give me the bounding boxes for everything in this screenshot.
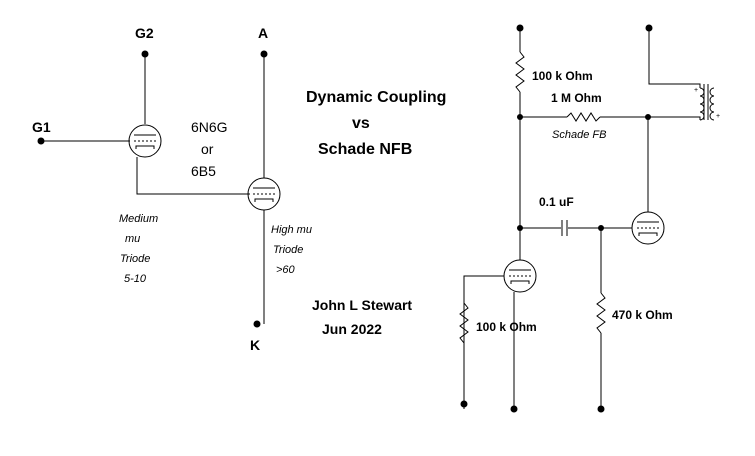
plate-resistor-label: 100 k Ohm: [532, 69, 593, 83]
feedback-junction-left: [517, 114, 523, 120]
title-line3: Schade NFB: [318, 141, 412, 158]
output-tube-symbol: [631, 211, 665, 245]
plate-resistor: [515, 51, 525, 93]
author-name: John L Stewart: [312, 297, 412, 313]
feedback-resistor: [566, 112, 601, 122]
feedback-note: Schade FB: [552, 129, 606, 141]
grid-resistor-470k: [596, 292, 606, 334]
tube-type-line3: 6B5: [191, 163, 216, 179]
right-circuit: + +: [459, 24, 720, 413]
medium-mu-tube-symbol: [128, 124, 162, 158]
g2-label: G2: [135, 25, 154, 41]
medium-note-line2: mu: [125, 233, 140, 245]
title-line1: Dynamic Coupling: [306, 89, 446, 106]
transformer-primary: [699, 87, 705, 121]
anode-label: A: [258, 25, 268, 41]
ground-terminal-1: [460, 400, 468, 408]
polarity-mark-2: +: [716, 113, 720, 120]
g1-label: G1: [32, 119, 51, 135]
cap-label: 0.1 uF: [539, 195, 574, 209]
transformer-secondary: [709, 87, 715, 121]
author-date: Jun 2022: [322, 321, 382, 337]
input-tube-symbol: [503, 259, 537, 293]
tube-type-line1: 6N6G: [191, 119, 228, 135]
cathode-terminal: [253, 320, 261, 328]
grid-in-resistor-label: 100 k Ohm: [476, 320, 537, 334]
cathode-label: K: [250, 337, 260, 353]
grid-resistor-100k: [459, 302, 469, 344]
medium-note-line4: 5-10: [124, 273, 147, 285]
medium-note-line3: Triode: [120, 253, 150, 265]
ground-terminal-2: [510, 405, 518, 413]
cathode-grid-wire: [136, 157, 250, 195]
high-note-line2: Triode: [273, 244, 303, 256]
polarity-mark-1: +: [694, 87, 698, 94]
tube-type-line2: or: [201, 141, 214, 157]
cap-junction-left: [517, 225, 523, 231]
left-circuit: [37, 50, 281, 328]
medium-note-line1: Medium: [119, 213, 158, 225]
title-line2: vs: [352, 115, 370, 132]
feedback-resistor-label: 1 M Ohm: [551, 91, 602, 105]
high-note-line1: High mu: [271, 224, 312, 236]
high-mu-tube-symbol: [247, 177, 281, 211]
ground-terminal-3: [597, 405, 605, 413]
high-note-line3: >60: [276, 264, 296, 276]
grid-out-resistor-label: 470 k Ohm: [612, 308, 673, 322]
